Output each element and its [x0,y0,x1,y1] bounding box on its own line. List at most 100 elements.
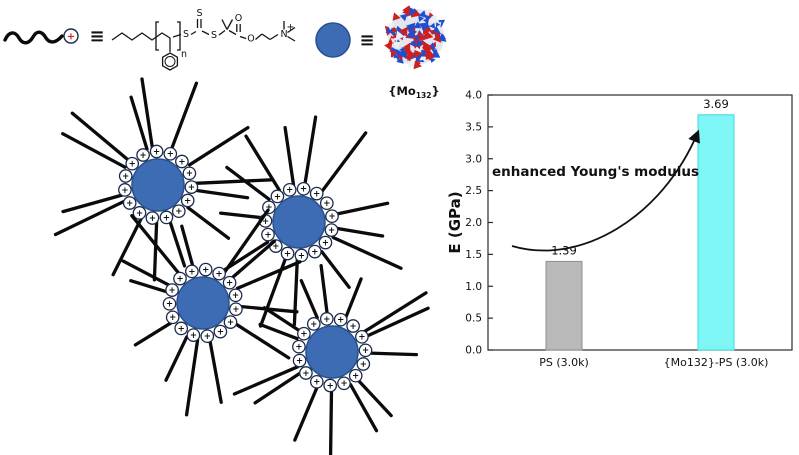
y-tick-label: 4.0 [465,90,482,102]
cluster-facet [392,12,401,21]
plus-charge: + [274,192,281,202]
plus-charge: + [286,186,293,196]
plus-charge: + [323,315,330,325]
plus-charge: + [323,199,330,209]
plus-charge: + [190,331,197,341]
charge-bead [118,169,133,183]
charge-bead [307,244,322,259]
cluster-facet [429,29,435,35]
charge-bead [222,275,237,290]
y-tick-label: 1.5 [465,249,482,261]
polymer-chain-spoke [164,335,189,382]
charge-bead [213,324,228,339]
plus-charge: + [327,381,334,391]
y-tick-label: 3.0 [465,153,482,165]
mo132-label-post: } [432,84,440,98]
polymer-chain-spoke [299,279,319,320]
plus-charge: + [328,226,335,236]
plus-charge: + [295,343,302,353]
cluster-facet [421,40,426,45]
charge-bead [309,186,324,201]
polymer-chain-spoke [292,257,299,327]
polymer-chain-spoke [168,218,187,268]
annotation-enhanced-modulus: enhanced Young's modulus [492,164,699,180]
plus-charge: + [352,372,359,382]
polymer-chain-spoke [328,387,334,455]
y-axis-label: E (GPa) [446,191,464,253]
cluster-facet [390,38,396,44]
cluster-facet [408,28,418,38]
cluster-facet [418,10,427,18]
plus-charge: + [350,322,357,332]
plus-charge: + [296,357,303,367]
cluster-facet [428,12,434,18]
plus-charge: + [313,190,320,200]
polymer-chain-spoke [169,81,199,152]
atom-label-n: n [181,49,187,60]
plus-charge: + [186,169,193,179]
charge-bead [198,262,213,277]
plus-charge: + [232,291,239,301]
plus-charge: + [313,378,320,388]
plus-charge: + [67,32,75,43]
plus-charge: + [217,328,224,338]
y-tick-label: 0.0 [465,345,482,357]
cluster-facet [393,53,399,59]
charge-bead [309,374,324,389]
plus-charge: + [262,217,269,227]
cluster-facet [389,47,395,53]
plus-charge: + [184,196,191,206]
atom-label-S: S [183,29,189,40]
polymer-chain-spoke [319,131,368,194]
polymer-chain-spoke [186,205,231,240]
charge-bead [229,302,243,317]
ethylene-bond [261,33,271,41]
polymer-chain-spoke [184,338,200,417]
cluster-facet [398,26,408,37]
polymer-squiggle-icon [3,30,64,45]
repeat-bracket-left [155,21,159,51]
atom-label-N: N [280,29,287,40]
methyl-bond [226,19,234,30]
charge-bead [306,317,321,331]
plus-charge: + [337,316,344,326]
plus-charge: + [163,213,170,223]
charge-bead [174,321,189,336]
plus-charge: + [264,231,271,241]
plus-charge: + [300,185,307,195]
mo132-core-sphere [305,325,359,379]
cluster-facet [431,25,442,35]
cluster-facet [390,49,398,58]
polymer-chain-spoke [129,95,149,151]
plus-charge: + [169,286,176,296]
charge-bead [348,368,363,383]
top-scheme: + ≡ [3,5,447,100]
bar-value-label: 3.69 [703,97,729,111]
cluster-facet [431,49,438,55]
charge-bead [355,329,369,344]
charge-bead [136,148,150,162]
n-methyl-bond [287,35,296,42]
polymer-chain-spoke [348,382,379,433]
mo132-core-sphere [176,276,230,330]
plus-charge: + [126,199,133,209]
charge-bead [159,210,174,225]
charge-bead [212,266,226,281]
plus-charge: + [232,305,239,315]
polymer-chain-spoke [229,239,277,281]
polymer-chain-spoke [334,201,390,216]
cluster-facet [418,49,428,57]
polymer-chain-spoke [140,77,155,150]
atom-label-O: O [247,34,254,45]
y-tick-label: 2.5 [465,185,482,197]
charge-bead [228,288,243,303]
cluster-facet [434,32,441,39]
cluster-facet [395,30,405,40]
charge-bead [318,235,333,250]
polymer-chain-spoke [61,132,127,169]
polymer-chain-spoke [219,211,264,220]
plus-charge: + [129,160,136,170]
charge-bead [180,193,195,208]
bond-s-c [190,30,197,36]
